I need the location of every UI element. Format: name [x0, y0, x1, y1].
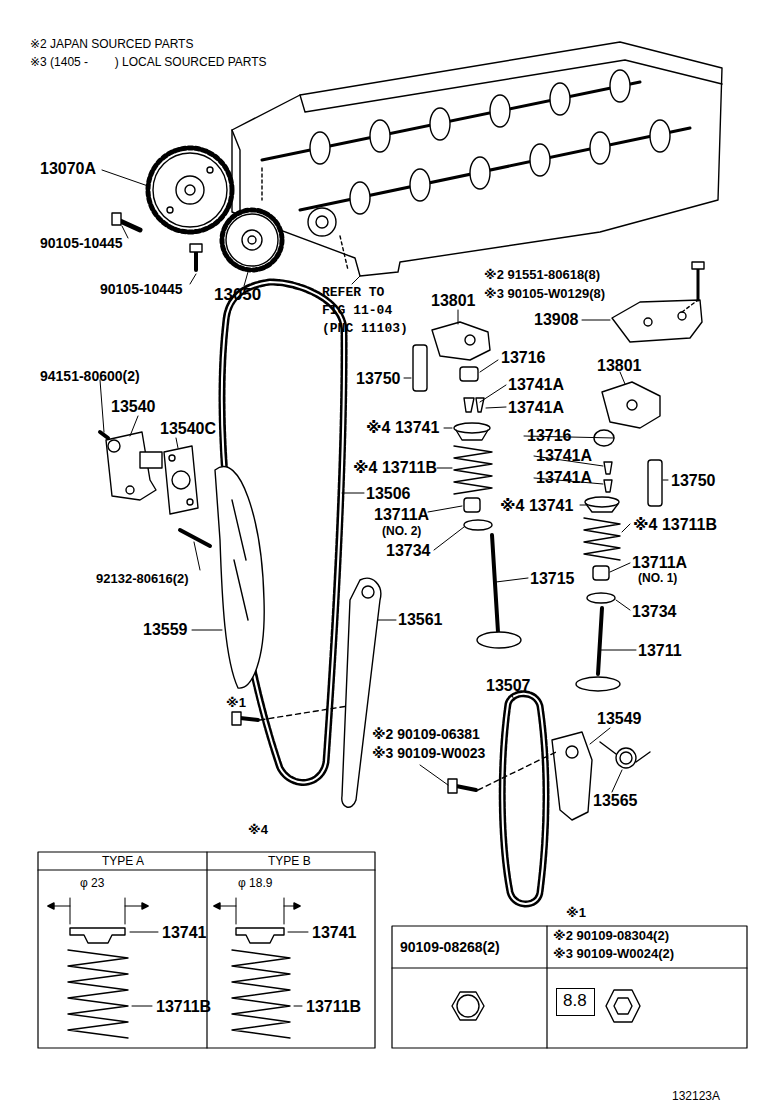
part-number: 13711A — [632, 554, 687, 572]
grade-box: 8.8 — [556, 988, 595, 1016]
part-number: 13540 — [111, 398, 156, 416]
part-number: ※3 90105-W0129(8) — [484, 287, 605, 301]
note: ※3 (1405 - ) LOCAL SOURCED PARTS — [30, 56, 267, 69]
part-number: 13506 — [366, 485, 411, 503]
part-number: ※2 91551-80618(8) — [484, 268, 600, 282]
table-cell: ※2 90109-08304(2) — [553, 929, 669, 943]
part-number: ※4 13741 — [500, 497, 573, 515]
table-header: TYPE A — [102, 855, 144, 868]
part-number: ※4 13741 — [366, 419, 439, 437]
part-number: 13716 — [501, 349, 546, 367]
dimension: φ 18.9 — [238, 877, 272, 890]
table-cell: ※3 90109-W0024(2) — [553, 947, 674, 961]
part-number: 13711B — [306, 998, 361, 1016]
part-number: 13741A — [508, 376, 564, 394]
part-number: ※4 13711B — [633, 516, 717, 534]
part-number: 13711B — [156, 998, 211, 1016]
grade-text: 8.8 — [563, 992, 588, 1011]
part-number: 13741A — [536, 469, 592, 487]
table-cell: 90109-08268(2) — [400, 940, 500, 955]
part-note: (NO. 1) — [638, 572, 677, 585]
part-number: 13549 — [597, 710, 642, 728]
part-number: 13801 — [431, 292, 476, 310]
part-number: 13734 — [386, 542, 431, 560]
part-number: 13559 — [143, 621, 188, 639]
part-number: 13741A — [508, 399, 564, 417]
reference-note: (PNC 11103) — [322, 322, 408, 336]
part-number: 13716 — [527, 427, 572, 445]
part-note: (NO. 2) — [382, 525, 421, 538]
part-number: ※3 90109-W0023 — [372, 746, 485, 761]
part-number: ※2 90109-06381 — [372, 727, 480, 742]
reference-note: REFER TO — [322, 286, 384, 300]
part-number: 13711 — [638, 642, 682, 660]
part-number: 13715 — [530, 570, 575, 588]
part-number: 13050 — [214, 286, 261, 305]
part-number: 92132-80616(2) — [96, 572, 189, 586]
part-number: 13741 — [162, 924, 207, 942]
part-number: 13711A — [374, 506, 429, 524]
part-number: 90105-10445 — [100, 282, 183, 297]
footnote-mark: ※1 — [566, 906, 586, 920]
table-header: TYPE B — [268, 855, 311, 868]
part-number: 13734 — [632, 603, 677, 621]
part-number: ※4 13711B — [353, 459, 437, 477]
dimension: φ 23 — [80, 877, 104, 890]
footnote-mark: ※1 — [226, 696, 246, 710]
note: ※2 JAPAN SOURCED PARTS — [30, 38, 193, 51]
reference-note: FIG 11-04 — [322, 304, 392, 318]
part-number: 13741A — [536, 447, 592, 465]
part-number: 13561 — [398, 611, 443, 629]
footnote-mark: ※4 — [248, 823, 268, 837]
part-number: 13908 — [534, 311, 579, 329]
part-number: 13801 — [597, 357, 642, 375]
part-number: 13750 — [356, 370, 401, 388]
part-number: 90105-10445 — [40, 236, 123, 251]
figure-id: 132123A — [672, 1090, 720, 1103]
part-number: 13565 — [593, 792, 638, 810]
part-number: 94151-80600(2) — [40, 369, 140, 384]
part-number: 13070A — [40, 160, 96, 178]
part-number: 13507 — [486, 677, 531, 695]
part-number: 13750 — [671, 472, 716, 490]
part-number: 13741 — [312, 924, 357, 942]
part-number: 13540C — [160, 420, 216, 438]
